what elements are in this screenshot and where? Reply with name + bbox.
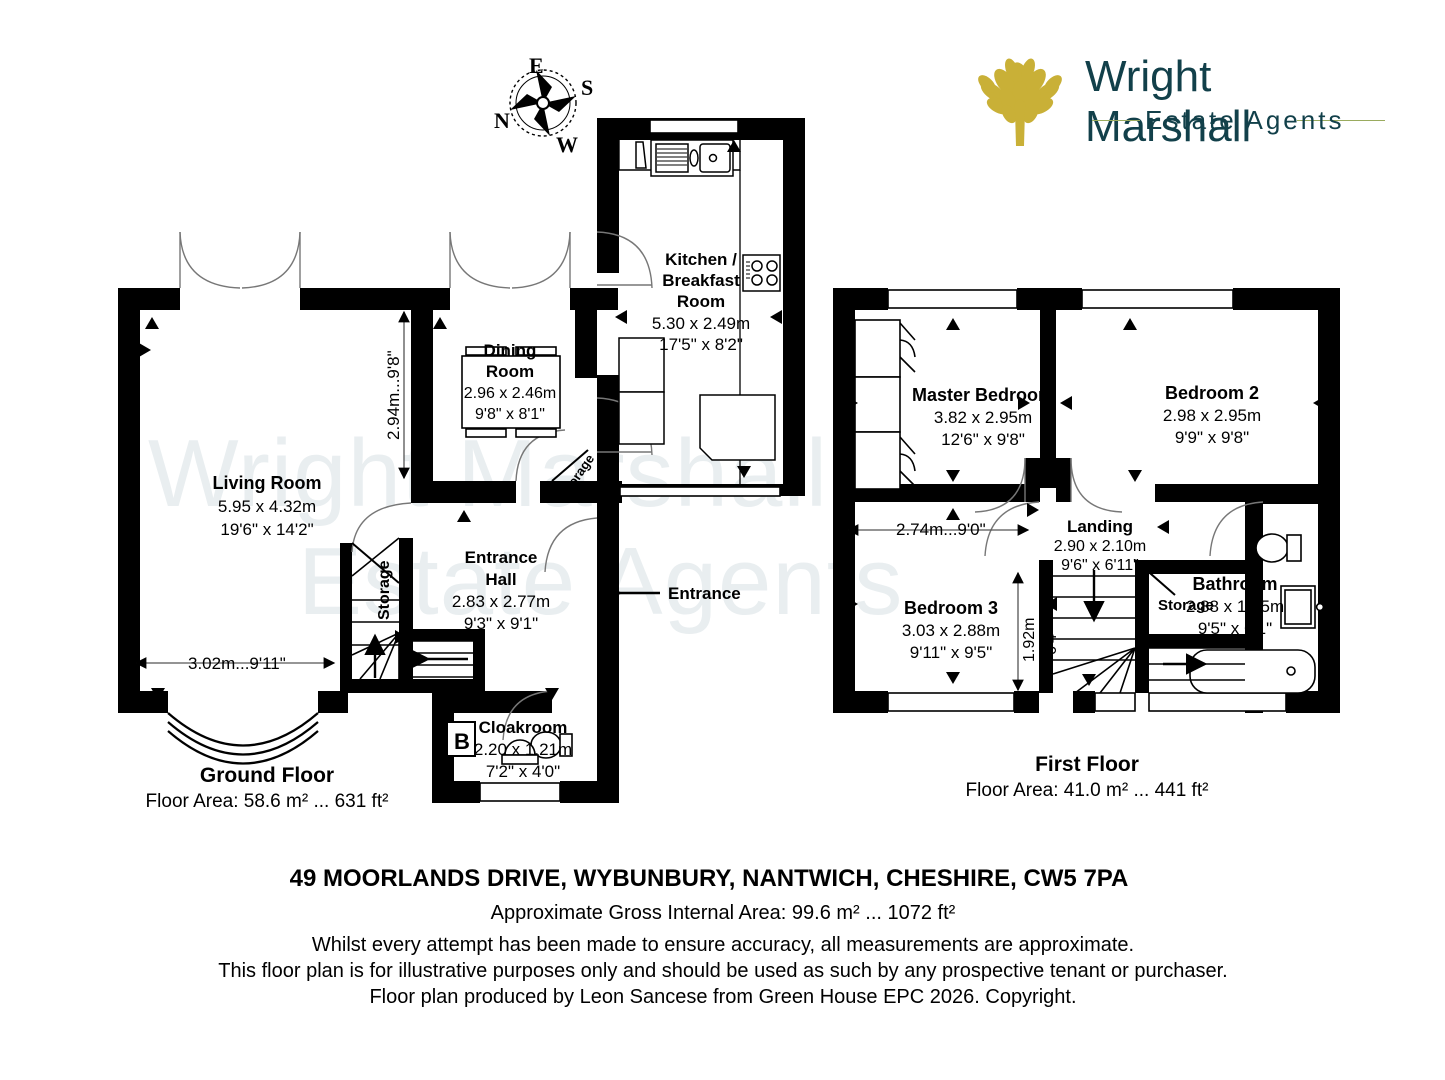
label-landing-imperial: 9'6" x 6'11" [1061, 557, 1139, 574]
label-bedroom-3: Bedroom 3 [904, 598, 998, 618]
label-bedroom-2-imperial: 9'9" x 9'8" [1175, 428, 1249, 447]
dim-horizontal-274: 2.74m...9'0" [846, 520, 1030, 539]
label-bathroom-metric: 2.88 x 1.85m [1186, 597, 1284, 616]
compass-label-left: N [494, 108, 510, 133]
label-master-bedroom-imperial: 12'6" x 9'8" [941, 430, 1025, 449]
label-kitchen-2: Breakfast [662, 271, 740, 290]
bathroom-fittings [1189, 533, 1325, 694]
entrance-label: Entrance [668, 584, 741, 603]
disclaimer-line-2: This floor plan is for illustrative purp… [218, 960, 1227, 982]
label-landing: Landing [1067, 517, 1133, 536]
footer-block: 49 MOORLANDS DRIVE, WYBUNBURY, NANTWICH,… [218, 865, 1227, 1008]
brand-logo: Wright Marshall Estate Agents [965, 48, 1385, 151]
svg-text:B: B [454, 729, 470, 754]
dim-vertical-294: 2.94m...9'8" [384, 310, 410, 480]
first-floor-caption: First Floor Floor Area: 41.0 m² ... 441 … [966, 753, 1209, 801]
staircase-first [1052, 570, 1245, 694]
label-kitchen-3: Room [677, 292, 725, 311]
first-floor-labels: Master Bedroom 3.82 x 2.95m 12'6" x 9'8"… [902, 383, 1284, 662]
label-entrance-hall-imperial: 9'3" x 9'1" [464, 614, 538, 633]
dim-vertical-192: 1.92m 6'4" [1012, 571, 1060, 692]
disclaimer-line-1: Whilst every attempt has been made to en… [312, 934, 1134, 956]
storage-diagonals-ground [351, 449, 589, 584]
label-kitchen-imperial: 17'5" x 8'2" [659, 335, 743, 354]
compass-label-bottom: W [556, 132, 578, 157]
dining-table [461, 346, 561, 438]
logo-rule-right [1297, 120, 1385, 121]
ground-floor-labels: Living Room 5.95 x 4.32m 19'6" x 14'2" D… [213, 250, 751, 781]
logo-rule-left [1092, 120, 1140, 121]
ground-floor-caption: Ground Floor Floor Area: 58.6 m² ... 631… [146, 764, 389, 812]
label-bedroom-2-metric: 2.98 x 2.95m [1163, 406, 1261, 425]
storage-label-first: Storage [1158, 597, 1214, 614]
dim-label-274: 2.74m...9'0" [896, 520, 986, 539]
dim-label-192: 1.92m [1021, 618, 1038, 662]
dim-label-294: 2.94m...9'8" [384, 350, 403, 440]
master-bedroom-wardrobes [854, 319, 916, 490]
brand-name: Wright Marshall [1085, 52, 1252, 151]
ground-floor-walls [118, 118, 805, 803]
first-floor-walls [833, 288, 1340, 713]
storage-diagonal-first [1134, 559, 1176, 596]
label-entrance-hall-2: Hall [485, 570, 516, 589]
wall-direction-ticks-ground [139, 140, 782, 700]
label-living-room-metric: 5.95 x 4.32m [218, 497, 316, 516]
first-floor-area: Floor Area: 41.0 m² ... 441 ft² [966, 780, 1209, 801]
boiler-marker: B [446, 721, 476, 757]
label-master-bedroom: Master Bedroom [912, 385, 1054, 405]
compass-rose-icon: E S W N [494, 53, 593, 157]
ground-floor-plan: B 2.94m...9'8" 3.02m...9'1 [118, 118, 805, 812]
ground-floor-windows [479, 119, 781, 802]
label-cloakroom-imperial: 7'2" x 4'0" [486, 762, 560, 781]
label-dining-room-1: Dining [484, 341, 537, 360]
first-floor-windows [887, 289, 1287, 712]
wall-direction-ticks-first [846, 318, 1325, 686]
label-dining-room-metric: 2.96 x 2.46m [464, 385, 557, 402]
label-living-room: Living Room [213, 473, 322, 493]
label-entrance-hall-1: Entrance [465, 548, 538, 567]
label-landing-metric: 2.90 x 2.10m [1054, 538, 1147, 555]
label-bedroom-2: Bedroom 2 [1165, 383, 1259, 403]
label-entrance-hall-metric: 2.83 x 2.77m [452, 592, 550, 611]
brand-tagline: Estate Agents [1145, 105, 1345, 135]
compass-label-top: E [529, 53, 544, 78]
label-cloakroom-metric: 2.20 x 1.21m [474, 740, 572, 759]
dim-label-64: 6'4" [1043, 628, 1060, 655]
label-bedroom-3-metric: 3.03 x 2.88m [902, 621, 1000, 640]
label-bathroom: Bathroom [1193, 574, 1278, 594]
ground-floor-area: Floor Area: 58.6 m² ... 631 ft² [146, 791, 389, 812]
cloakroom-fittings [501, 731, 573, 765]
label-living-room-imperial: 19'6" x 14'2" [220, 520, 313, 539]
entrance-marker: Entrance [600, 582, 741, 604]
dim-horizontal-302: 3.02m...9'11" [134, 654, 336, 673]
label-kitchen-metric: 5.30 x 2.49m [652, 314, 750, 333]
property-address: 49 MOORLANDS DRIVE, WYBUNBURY, NANTWICH,… [290, 865, 1129, 892]
kitchen-fittings [618, 139, 781, 484]
label-master-bedroom-metric: 3.82 x 2.95m [934, 408, 1032, 427]
bay-window-living-room [167, 712, 319, 765]
label-dining-room-2: Room [486, 362, 534, 381]
label-bedroom-3-imperial: 9'11" x 9'5" [910, 643, 993, 662]
first-floor-title: First Floor [1035, 753, 1139, 776]
tree-icon [978, 58, 1062, 146]
compass-label-right: S [581, 75, 593, 100]
label-dining-room-imperial: 9'8" x 8'1" [475, 406, 545, 423]
first-floor-plan: 2.74m...9'0" 1.92m 6'4" [833, 288, 1340, 801]
ground-floor-title: Ground Floor [200, 764, 334, 787]
storage-label-understair: Storage [376, 560, 393, 620]
label-kitchen-1: Kitchen / [665, 250, 737, 269]
gross-internal-area: Approximate Gross Internal Area: 99.6 m²… [491, 902, 956, 924]
staircase-ground [351, 537, 473, 680]
label-bathroom-imperial: 9'5" x 6'1" [1198, 619, 1272, 638]
label-cloakroom: Cloakroom [479, 718, 568, 737]
first-floor-door-arcs [974, 457, 1264, 557]
plan-credit: Floor plan produced by Leon Sancese from… [369, 986, 1076, 1008]
dim-label-302: 3.02m...9'11" [188, 654, 286, 673]
